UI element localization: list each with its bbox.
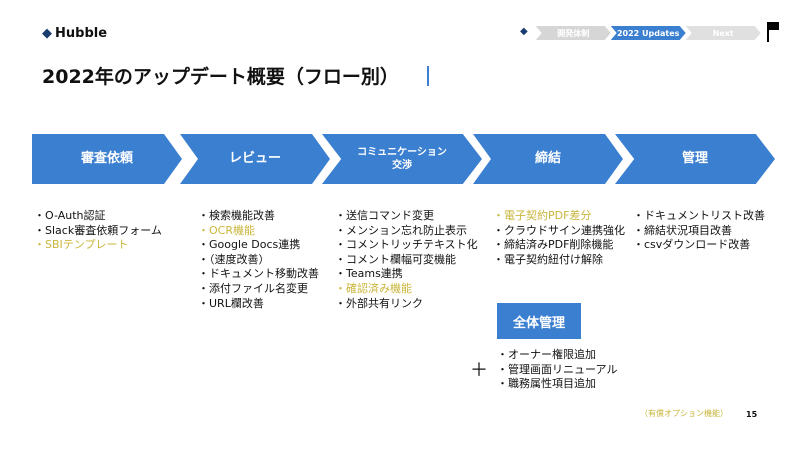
list-item: ・クラウドサイン連携強化 [493,223,625,237]
flag-icon [766,22,781,42]
flow-step: 審査依頼 [32,134,182,184]
list-item: ・Teams連携 [335,267,403,281]
list-item: ・SBIテンプレート [34,238,129,252]
flow-step: 締結 [473,134,623,184]
list-item: ・Google Docs連携 [198,238,301,252]
list-item: ・送信コマンド変更 [335,209,434,222]
overall-list: ・オーナー権限追加 ・管理画面リニューアル ・職務属性項目追加 [497,348,617,392]
list-item: ・職務属性項目追加 [497,377,596,391]
list-item: ・コメント欄幅可変機能 [335,252,456,266]
nav-step: 開発体制 [535,26,611,40]
paid-option-note: （有償オプション機能） [640,409,728,418]
page-title: 2022年のアップデート概要（フロー別） [42,66,399,88]
plus-icon: ＋ [470,360,488,381]
nav-step-current: 2022 Updates [610,26,686,40]
flow-step-label: 締結 [534,150,561,166]
list-item: ・検索機能改善 [198,209,275,222]
list-item: ・ドキュメント移動改善 [198,267,319,281]
flow-step-label: 管理 [681,150,708,166]
list-item: ・（速度改善） [198,252,270,266]
feature-list: ・検索機能改善・OCR機能・Google Docs連携・（速度改善）・ドキュメン… [198,209,319,311]
list-item: ・csvダウンロード改善 [633,238,751,252]
feature-list: ・電子契約PDF差分・クラウドサイン連携強化・締結済みPDF削除機能・電子契約紐… [493,209,625,267]
list-item: ・メンション忘れ防止表示 [335,223,467,237]
logo-icon: ◆ [42,26,52,41]
list-item: ・コメントリッチテキスト化 [335,238,478,252]
hubble-logo: ◆Hubble [42,26,108,41]
feature-list: ・ドキュメントリスト改善・締結状況項目改善・csvダウンロード改善 [633,209,765,253]
list-item: ・電子契約紐付け解除 [493,252,603,266]
list-item: ・締結済みPDF削除機能 [493,238,614,252]
list-item: ・確認済み機能 [335,281,412,295]
flow-step: レビュー [180,134,330,184]
list-item: ・締結状況項目改善 [633,223,732,237]
list-item: ・ドキュメントリスト改善 [633,209,765,222]
nav-step: Next [685,26,761,40]
flow-step: コミュニケーション 交渉 [322,134,482,184]
list-item: ・オーナー権限追加 [497,348,596,361]
list-item: ・外部共有リンク [335,296,423,310]
feature-list: ・O-Auth認証・Slack審査依頼フォーム・SBIテンプレート [34,209,162,253]
list-item: ・添付ファイル名変更 [198,281,308,295]
overall-management-label: 全体管理 [497,303,581,339]
list-item: ・Slack審査依頼フォーム [34,223,162,237]
flow-step-label: コミュニケーション 交渉 [357,147,447,171]
pin-icon: ◆ [520,26,528,37]
title-divider [427,66,429,86]
flow-step: 管理 [615,134,775,184]
page-number: 15 [746,410,758,419]
feature-list: ・送信コマンド変更・メンション忘れ防止表示・コメントリッチテキスト化・コメント欄… [335,209,478,311]
list-item: ・管理画面リニューアル [497,362,618,376]
list-item: ・O-Auth認証 [34,209,106,222]
list-item: ・OCR機能 [198,223,255,237]
flow-step-label: レビュー [228,150,281,166]
progress-nav: ◆ 開発体制 2022 Updates Next [520,22,781,46]
flow-step-label: 審査依頼 [80,150,133,166]
list-item: ・電子契約PDF差分 [493,209,592,222]
list-item: ・URL欄改善 [198,296,264,310]
